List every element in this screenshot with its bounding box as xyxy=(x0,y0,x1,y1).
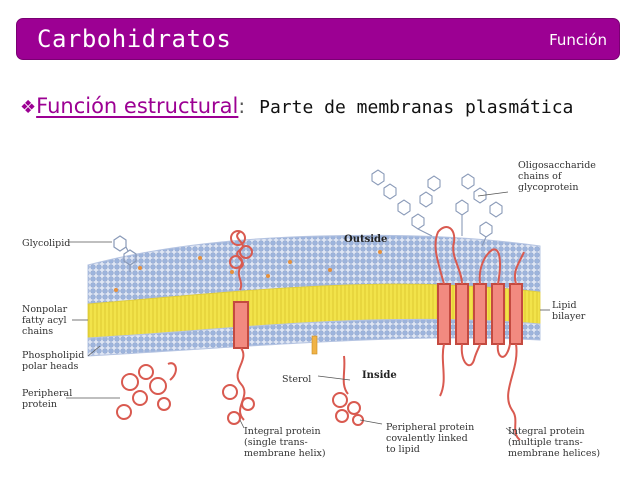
label-integral-single: Integral protein (single trans- membrane… xyxy=(244,426,326,459)
leader-lines xyxy=(66,191,550,437)
label-inside: Inside xyxy=(362,370,397,381)
function-name: Función estructural xyxy=(36,94,239,118)
label-integral-multi: Integral protein (multiple trans- membra… xyxy=(508,426,600,459)
colon: : xyxy=(238,94,246,118)
page-title: Carbohidratos xyxy=(37,25,232,53)
label-sterol: Sterol xyxy=(282,374,311,385)
integral-single-protein xyxy=(222,230,255,425)
function-description: Parte de membranas plasmática xyxy=(259,97,574,118)
label-phospholipid: Phospholipid polar heads xyxy=(22,350,87,372)
subtitle-line: ❖Función estructural: Parte de membranas … xyxy=(20,94,573,118)
surface-dots xyxy=(114,250,382,292)
label-peripheral-lipid: Peripheral protein covalently linked to … xyxy=(386,422,477,455)
label-oligo: Oligosaccharide chains of glycoprotein xyxy=(518,160,599,193)
label-lipid-bilayer: Lipid bilayer xyxy=(552,300,586,322)
diamond-bullet-icon: ❖ xyxy=(20,97,37,118)
oligosaccharide-chains-icon xyxy=(371,169,503,247)
integral-multi-protein xyxy=(434,226,525,441)
peripheral-lipid-protein xyxy=(332,355,364,426)
label-nonpolar: Nonpolar fatty acyl chains xyxy=(22,304,70,337)
peripheral-protein-left xyxy=(116,362,177,420)
section-label: Función xyxy=(549,31,607,49)
label-peripheral: Peripheral protein xyxy=(22,388,75,410)
glycolipid-icon xyxy=(113,235,137,272)
title-banner: Carbohidratos Función xyxy=(16,18,620,60)
label-outside: Outside xyxy=(344,234,387,245)
label-glycolipid: Glycolipid xyxy=(22,238,70,249)
sterol-molecule xyxy=(311,335,318,355)
